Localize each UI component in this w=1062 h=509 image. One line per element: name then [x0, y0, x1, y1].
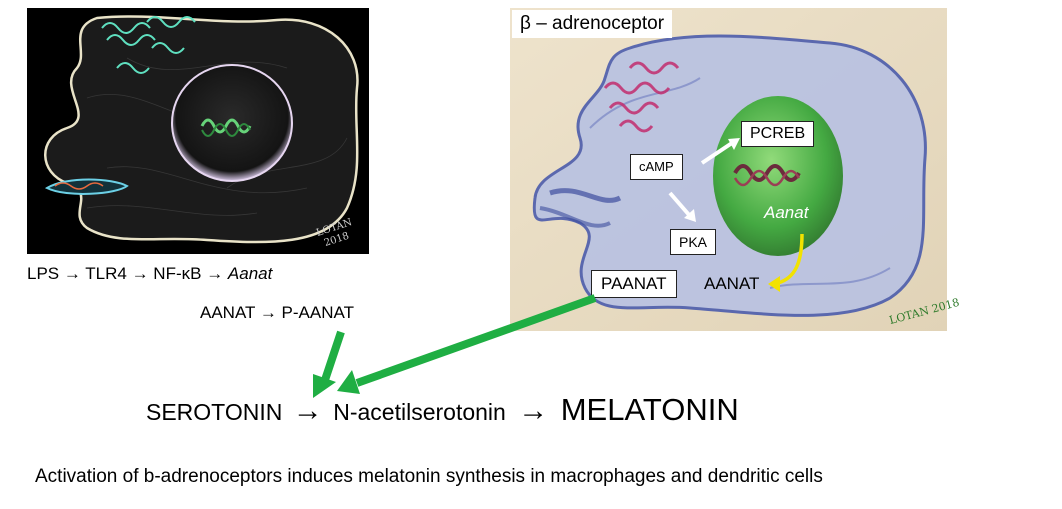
aanat-gene-label: Aanat: [227, 264, 273, 283]
pka-label: PKA: [670, 229, 717, 255]
dna-helix: [733, 164, 801, 182]
aanat-gene-italic: Aanat: [764, 203, 809, 222]
beta-adrenoceptor-illustration: LOTAN 2018: [510, 8, 961, 331]
arrow-aanat-gene-to-protein: [777, 233, 804, 285]
arrow-serotonin-to-nacetyl: →: [292, 394, 323, 427]
camp-label: cAMP: [630, 154, 683, 180]
macrophage-lps-illustration: LOTAN 2018: [27, 8, 369, 254]
nucleus: [171, 64, 293, 182]
aanat-protein-label: AANAT: [704, 274, 760, 293]
arrow-p-aanat-to-serotonin: [321, 330, 345, 382]
dna-strand: [200, 118, 252, 134]
paanat-label: PAANAT: [591, 270, 677, 298]
arrow-paanat-to-serotonin: [355, 294, 597, 387]
melatonin-label: MELATONIN: [560, 392, 739, 427]
lps-pathway: LPS → TLR4 → NF-κB → Aanat: [27, 264, 273, 283]
receptor-helices: [603, 61, 680, 133]
beta-adrenoceptor-title: β – adrenoceptor: [512, 10, 673, 38]
arrow-camp-to-pka: [668, 191, 692, 218]
aanat-phosphorylation: AANAT → P-AANAT: [200, 303, 354, 322]
tlr4-receptor-helices: [101, 16, 196, 74]
serotonin-label: SEROTONIN: [146, 399, 283, 425]
pcreb-label: PCREB: [741, 121, 815, 147]
arrow-nacetyl-to-melatonin: →: [518, 394, 549, 427]
n-acetylserotonin-label: N-acetilserotonin: [333, 399, 506, 425]
figure-caption: Activation of b-adrenoceptors induces me…: [35, 466, 823, 487]
arrow-camp-to-pcreb: [700, 141, 734, 165]
melatonin-synthesis-pathway: SEROTONIN → N-acetilserotonin → MELATONI…: [146, 392, 739, 428]
